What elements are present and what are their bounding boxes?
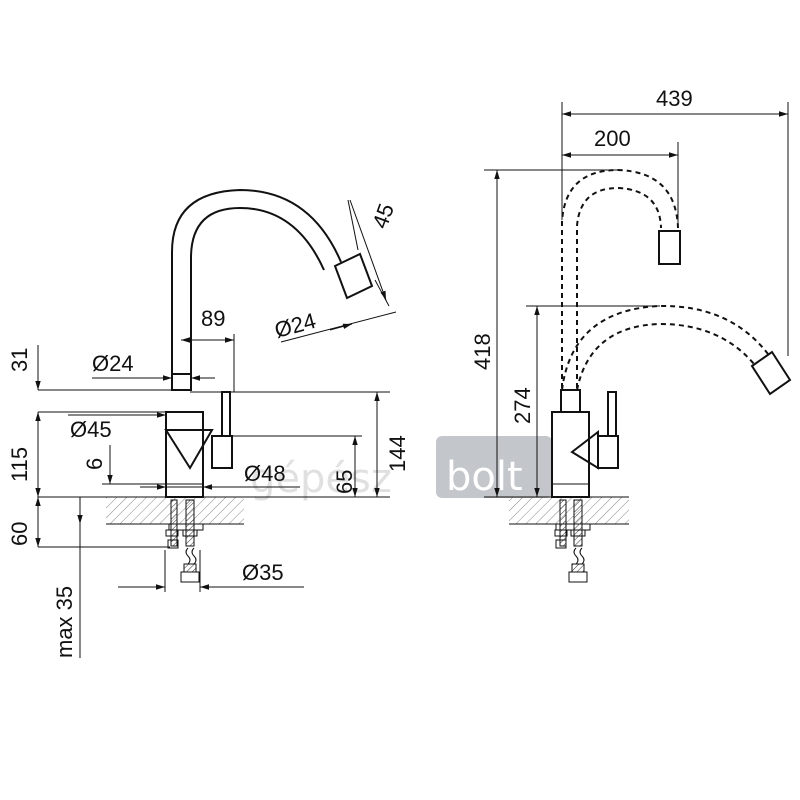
nut-right-3 — [555, 539, 567, 549]
hose-lower-right — [571, 563, 585, 573]
ext-line-45-a — [347, 199, 359, 251]
body-cone-right — [570, 429, 599, 470]
dim-label-d35: Ø35 — [242, 560, 284, 585]
dim-label-144: 144 — [385, 435, 410, 472]
dim-label-d24-spout: Ø24 — [272, 308, 319, 343]
dim-label-d24-pipe: Ø24 — [92, 351, 134, 376]
lever-block — [211, 435, 233, 469]
nut-right-1 — [554, 529, 568, 537]
spout-lowered-inner — [576, 322, 755, 391]
threaded-rod-right-2 — [573, 499, 583, 547]
dim-label-89: 89 — [201, 306, 225, 331]
watermark-text-2: bolt — [446, 454, 523, 500]
spout-head-raised — [658, 230, 681, 265]
dim-label-d45: Ø45 — [70, 417, 112, 442]
dim-line-45 — [349, 199, 387, 301]
spout-inner-edge — [190, 206, 325, 390]
dim-label-max35: max 35 — [52, 586, 77, 658]
dim-label-65: 65 — [332, 470, 357, 494]
nut-3 — [167, 539, 179, 549]
threaded-rod-1 — [170, 499, 178, 547]
dim-label-200: 200 — [594, 126, 631, 151]
spout-head — [333, 252, 374, 300]
nut-1 — [165, 529, 179, 537]
left-view: 31 115 60 max 35 6 Ø24 Ø45 Ø48 89 65 — [7, 188, 410, 658]
nut-right-2 — [570, 529, 586, 537]
pipe-collar — [171, 373, 192, 391]
spout-raised-outer — [561, 168, 679, 388]
dim-line-d24-spout — [280, 311, 397, 343]
spout-raised-inner — [576, 186, 662, 388]
hose-break-right-2 — [579, 547, 585, 565]
countertop-hatch-right — [509, 497, 629, 524]
dim-label-439: 439 — [656, 86, 693, 111]
pipe-collar-right — [560, 389, 581, 413]
faucet-body-right — [551, 411, 590, 498]
watermark: gépész bolt — [250, 436, 552, 502]
threaded-rod-2 — [185, 499, 195, 547]
watermark-box — [436, 436, 552, 498]
dim-label-45: 45 — [367, 200, 399, 232]
dim-label-274: 274 — [510, 387, 535, 424]
dim-label-6: 6 — [82, 458, 107, 470]
dim-label-31: 31 — [7, 348, 32, 372]
dim-label-115: 115 — [7, 447, 32, 482]
hose-fitting-right — [568, 571, 588, 583]
hose-fitting — [180, 571, 200, 583]
hose-break-right-1 — [573, 547, 579, 565]
dim-label-60: 60 — [7, 522, 32, 546]
nut-2 — [182, 529, 198, 537]
hose-break-2 — [191, 547, 197, 565]
spout-outer-edge — [171, 188, 342, 390]
faucet-body — [165, 411, 204, 498]
right-view: 439 200 418 274 — [470, 86, 792, 583]
threaded-rod-right-1 — [559, 499, 567, 547]
spout-lowered-outer — [561, 304, 769, 391]
ext-line-45-b — [374, 279, 390, 307]
body-cone — [164, 429, 214, 470]
hose-break-1 — [185, 547, 191, 565]
dim-arrow-d24-spout — [329, 323, 353, 331]
lever-handle-right — [607, 391, 617, 437]
dim-label-d48: Ø48 — [244, 461, 286, 486]
lever-handle — [221, 391, 231, 437]
lever-block-right — [597, 435, 619, 469]
spout-head-lowered — [750, 350, 792, 396]
watermark-text-1: gépész — [250, 456, 392, 502]
dim-label-418: 418 — [470, 333, 495, 370]
hose-lower — [183, 563, 197, 573]
